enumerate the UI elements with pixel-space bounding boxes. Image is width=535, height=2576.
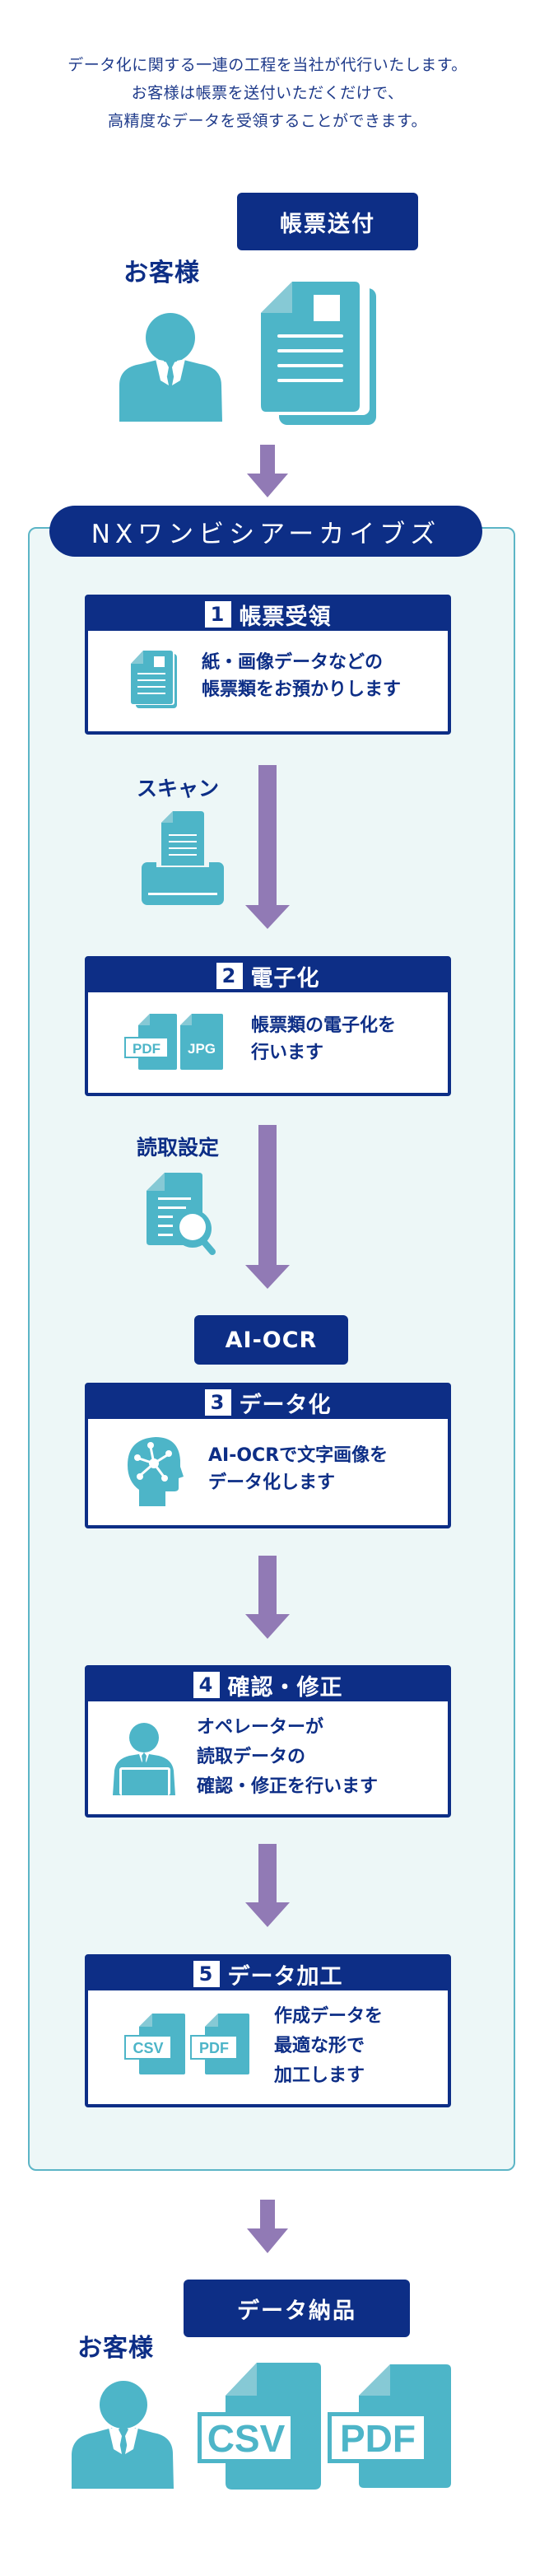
jpg-file-icon: JPG [180,1014,223,1073]
flow-arrow [245,1844,290,1928]
ai-head-icon [128,1437,184,1510]
data-delivery-label: データ納品 [184,2280,410,2337]
file-type-label: CSV [133,2040,163,2056]
intro-line: データ化に関する一連の工程を当社が代行いたします。 [67,56,468,74]
send-documents-label: 帳票送付 [237,193,418,250]
step-description: 最適な形で [274,2036,365,2056]
flow-arrow [247,445,288,497]
step-title: データ化 [239,1392,332,1418]
reading-settings-label: 読取設定 [137,1136,220,1160]
step-title: データ加工 [227,1963,343,1990]
file-type-label: JPG [188,1041,216,1057]
step-header: 2 電子化 [88,959,448,992]
flow-arrow [245,1556,290,1640]
step-description: 行います [251,1043,324,1063]
customer-icon [118,306,225,425]
step-4-card: 4 確認・修正 オペレーターが 読取データの 確認・修正を行います [85,1665,451,1818]
ai-ocr-label: AI-OCR [194,1315,348,1365]
step-header: 4 確認・修正 [88,1668,448,1701]
step-3-card: 3 データ化 AI-OCRで文字画像を データ化します [85,1383,451,1528]
step-title: 電子化 [250,965,320,992]
pdf-file-icon: PDF [124,1014,177,1073]
file-type-label: CSV [207,2417,286,2460]
step-description: データ化します [208,1472,336,1493]
step-description: 加工します [274,2065,365,2086]
step-number: 5 [193,1961,220,1987]
file-type-label: PDF [340,2417,416,2460]
step-description: 紙・画像データなどの [202,652,384,673]
document-stack-icon [261,280,376,430]
step-2-card: 2 電子化 PDF JPG 帳票類の電子化を 行います [85,956,451,1096]
step-description: オペレーターが [197,1717,324,1738]
step-description: 帳票類をお預かりします [202,679,402,700]
step-description: 読取データの [197,1747,306,1767]
scan-label: スキャン [137,777,220,800]
pdf-file-icon: PDF [328,2364,451,2493]
intro-line: お客様は帳票を送付いただくだけで、 [131,84,404,102]
customer-icon [71,2377,178,2492]
step-description: 確認・修正を行います [197,1776,379,1797]
flow-arrow [245,765,290,930]
csv-file-icon: CSV [124,2014,185,2078]
flow-arrow [245,1125,290,1290]
document-search-icon [147,1173,217,1265]
step-header: 3 データ化 [88,1386,448,1419]
step-number: 4 [193,1672,220,1698]
step-1-card: 1 帳票受領 紙・画像データなどの 帳票類をお預かりします [85,595,451,735]
step-header: 1 帳票受領 [88,598,448,631]
step-5-card: 5 データ加工 CSV PDF 作成データを 最適な形で 加工 [85,1954,451,2107]
customer-label-top: お客様 [123,259,200,287]
flow-arrow [247,2200,288,2254]
intro-text: データ化に関する一連の工程を当社が代行いたします。 お客様は帳票を送付いただくだ… [0,51,535,135]
step-title: 確認・修正 [227,1674,343,1701]
file-type-label: PDF [199,2040,229,2056]
step-header: 5 データ加工 [88,1958,448,1990]
step-description: 作成データを [274,2006,384,2027]
document-stack-icon [131,651,177,712]
intro-line: 高精度なデータを受領することができます。 [107,112,428,130]
step-number: 3 [204,1389,231,1416]
step-title: 帳票受領 [239,604,332,630]
step-description: 帳票類の電子化を [251,1015,397,1036]
csv-file-icon: CSV [198,2363,321,2493]
step-number: 1 [204,601,231,628]
scanner-icon [142,811,224,908]
file-type-label: PDF [133,1041,160,1057]
step-description: AI-OCRで文字画像を [208,1445,388,1466]
step-number: 2 [216,963,243,989]
customer-label-bottom: お客様 [77,2334,154,2363]
pdf-file-icon: PDF [190,2014,249,2078]
service-title: NXワンビシアーカイブズ [49,506,482,557]
operator-icon [113,1723,175,1799]
